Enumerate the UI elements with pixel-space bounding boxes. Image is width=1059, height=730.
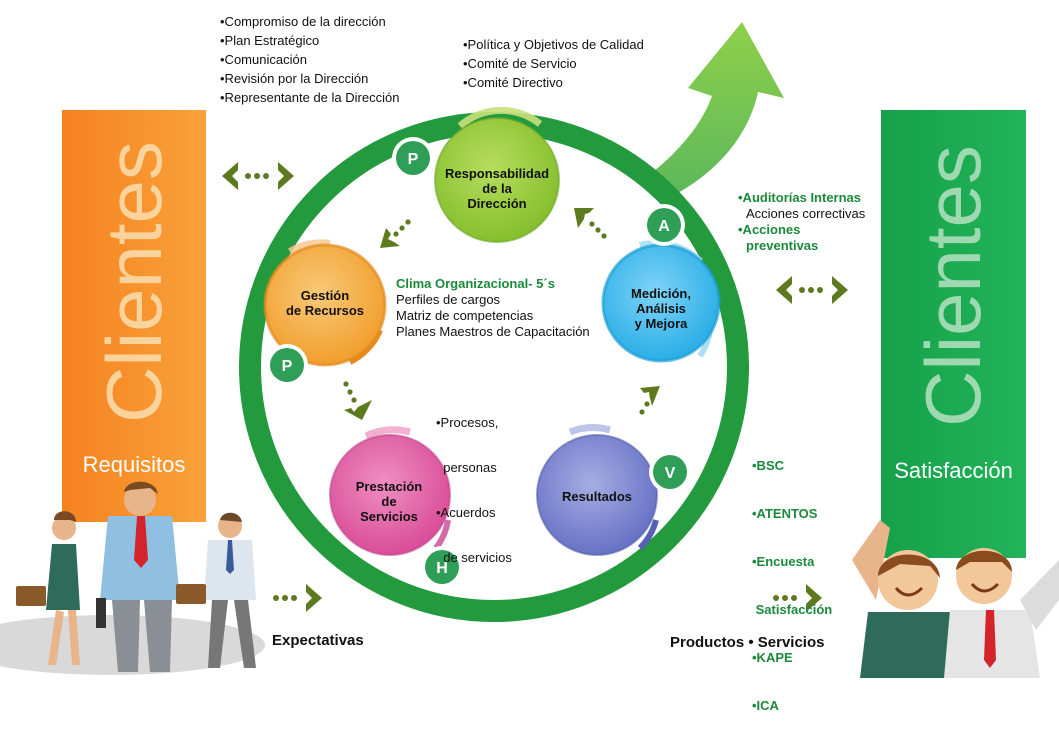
list-item: •ATENTOS — [752, 506, 818, 521]
list-item: Satisfacción — [752, 602, 833, 617]
list-item: •Representante de la Dirección — [220, 90, 400, 105]
cycle-arrow-resp-to-gestion — [380, 219, 411, 248]
badge-h: H — [421, 546, 463, 588]
cycle-arrow-gestion-to-prestacion — [343, 381, 372, 420]
auditorias-item: •Auditorías Internas — [738, 190, 862, 205]
list-item: personas — [436, 460, 497, 475]
list-item: •BSC — [752, 458, 784, 473]
direction-commitments-list: •Compromiso de la dirección •Plan Estrat… — [220, 12, 399, 107]
clima-title: Clima Organizacional- 5´s — [396, 276, 555, 291]
list-item: •Revisión por la Dirección — [220, 71, 369, 86]
list-item: •Plan Estratégico — [220, 33, 320, 48]
node-responsabilidad — [434, 106, 560, 243]
svg-text:P: P — [408, 151, 419, 168]
list-item: •Procesos, — [436, 415, 499, 430]
list-item: •Política y Objetivos de Calidad — [463, 37, 644, 52]
badge-p-left: P — [266, 344, 308, 386]
right-satisfaccion-label: Satisfacción — [894, 458, 1013, 483]
double-arrow-left-top — [222, 162, 294, 190]
arrow-expectativas — [273, 584, 322, 612]
list-item: de servicios — [436, 550, 512, 565]
indicadores-list: •BSC •ATENTOS •Encuesta Satisfacción •KA… — [752, 426, 832, 730]
list-item: •ICA — [752, 698, 779, 713]
clima-item: Perfiles de cargos — [396, 292, 501, 307]
left-clientes-title: Clientes — [90, 141, 178, 423]
diagram-canvas: P P A V H — [0, 22, 1059, 678]
list-item: •Acuerdos — [436, 505, 496, 520]
people-illustration-right — [852, 520, 1059, 678]
cycle-arrow-medicion-to-resp — [574, 208, 607, 239]
left-requisitos-label: Requisitos — [82, 452, 186, 477]
clima-item: Planes Maestros de Capacitación — [396, 324, 590, 339]
list-item: •Comité de Servicio — [463, 56, 577, 71]
auditorias-block: •Auditorías Internas Acciones correctiva… — [738, 190, 865, 254]
clima-item: Matriz de competencias — [396, 308, 534, 323]
auditorias-item: Acciones correctivas — [746, 206, 866, 221]
procesos-list: •Procesos, personas •Acuerdos de servici… — [436, 385, 512, 580]
badge-v: V — [649, 451, 691, 493]
node-resultados — [536, 424, 659, 556]
right-clientes-title: Clientes — [909, 145, 997, 427]
list-item: •Comunicación — [220, 52, 307, 67]
list-item: •KAPE — [752, 650, 793, 665]
productos-servicios-label: Productos • Servicios — [670, 634, 825, 651]
list-item: •Compromiso de la dirección — [220, 14, 386, 29]
list-item: •Encuesta — [752, 554, 815, 569]
badge-p-top: P — [392, 137, 434, 179]
improvement-up-arrow — [640, 22, 784, 198]
clima-block: Clima Organizacional- 5´s Perfiles de ca… — [396, 276, 590, 340]
left-clientes-panel — [62, 110, 206, 522]
svg-text:A: A — [658, 218, 670, 235]
quality-policy-list: •Política y Objetivos de Calidad •Comité… — [463, 35, 644, 92]
arrow-productos — [773, 584, 822, 612]
double-arrow-right-mid — [776, 276, 848, 304]
cycle-arrow-resultados-to-medicion — [639, 386, 660, 415]
svg-text:P: P — [282, 358, 293, 375]
resultados-label: Resultados — [561, 489, 633, 504]
svg-text:V: V — [665, 465, 676, 482]
list-item: •Comité Directivo — [463, 75, 563, 90]
auditorias-item: •Acciones — [738, 222, 801, 237]
expectativas-label: Expectativas — [272, 632, 364, 649]
right-clientes-panel — [881, 110, 1026, 558]
svg-text:H: H — [436, 560, 448, 577]
node-gestion-recursos — [263, 239, 387, 367]
badge-a: A — [643, 204, 685, 246]
node-prestacion — [329, 426, 451, 556]
people-illustration-left — [0, 481, 265, 675]
auditorias-item: preventivas — [746, 238, 819, 253]
